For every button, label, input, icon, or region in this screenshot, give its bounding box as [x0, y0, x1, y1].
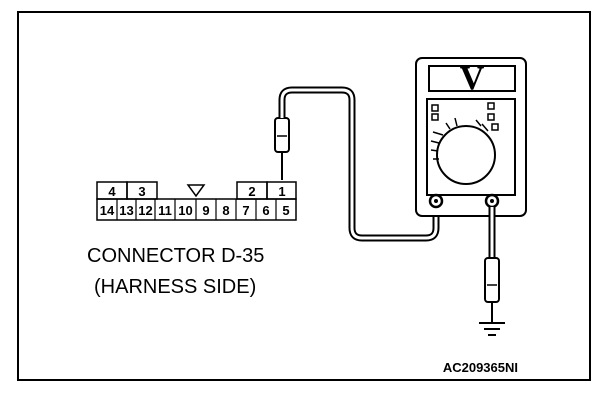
meter-dial [436, 125, 496, 185]
figure-code: AC209365NI [443, 360, 518, 375]
test-lead-wire [278, 86, 440, 242]
pin-label: 12 [138, 203, 152, 218]
ground-lead [484, 207, 500, 323]
voltmeter-icon: V [415, 57, 527, 217]
pin-label: 4 [108, 184, 116, 199]
connector-d35: 4 3 2 1 14 13 12 11 10 9 8 7 6 5 [96, 181, 297, 221]
connector-label: CONNECTOR D-35 [87, 245, 264, 267]
pin-label: 9 [202, 203, 209, 218]
pin-label: 5 [282, 203, 289, 218]
pin-label: 7 [242, 203, 249, 218]
meter-display: V [460, 60, 485, 97]
pin-label: 14 [100, 203, 115, 218]
connector-side-label: (HARNESS SIDE) [94, 276, 256, 298]
diagram-border [17, 11, 591, 381]
ground-symbol-icon [479, 322, 505, 336]
pin-label: 8 [222, 203, 229, 218]
connector-lock-triangle-icon [186, 184, 206, 198]
pin-label: 13 [119, 203, 133, 218]
probe-icon [274, 117, 290, 180]
pin-label: 10 [178, 203, 192, 218]
pin-label: 1 [278, 184, 285, 199]
pin-label: 6 [262, 203, 269, 218]
pin-label: 2 [248, 184, 255, 199]
pin-label: 3 [138, 184, 145, 199]
pin-label: 11 [158, 203, 172, 218]
